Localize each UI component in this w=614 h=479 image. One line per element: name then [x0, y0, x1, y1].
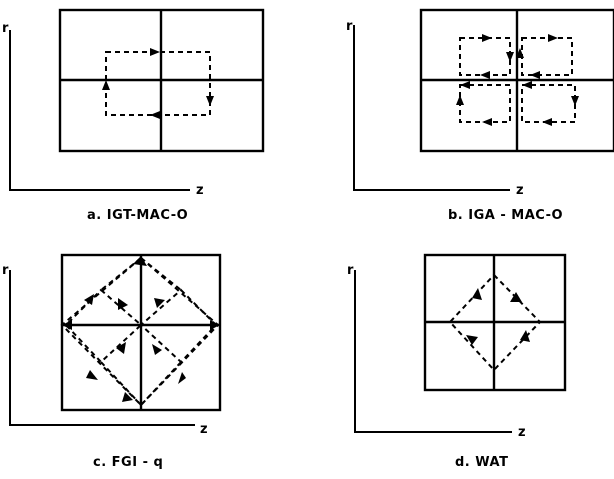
panel-c-flow-diamonds — [60, 256, 220, 407]
panel-a-axes — [9, 30, 190, 191]
panel-d-caption: d. WAT — [455, 455, 508, 470]
panel-c: r z c. FGI - q — [2, 253, 222, 470]
panel-c-axes — [9, 270, 195, 426]
panel-b-z-label: z — [516, 183, 524, 198]
panel-b-caption: b. IGA - MAC-O — [448, 208, 563, 223]
panel-d-r-label: r — [347, 263, 354, 278]
panel-b-axes — [353, 25, 510, 191]
panel-c-r-label: r — [2, 263, 9, 278]
panel-b: r z b. IGA - MAC-O — [346, 8, 614, 223]
panel-a-z-label: z — [196, 183, 204, 198]
panel-d-z-label: z — [518, 425, 526, 440]
panel-c-caption: c. FGI - q — [93, 455, 163, 470]
panel-b-r-label: r — [346, 19, 353, 34]
panel-c-z-label: z — [200, 422, 208, 437]
panel-b-flow-loops — [456, 34, 579, 126]
panel-d-flow-diamond — [448, 273, 542, 372]
panel-a-flow-loop — [102, 48, 214, 119]
panel-d-axes — [354, 270, 512, 433]
panel-d: r z d. WAT — [347, 253, 567, 470]
panel-a-caption: a. IGT-MAC-O — [87, 208, 188, 223]
panel-a-r-label: r — [2, 21, 9, 36]
panel-a: r z a. IGT-MAC-O — [2, 8, 265, 223]
